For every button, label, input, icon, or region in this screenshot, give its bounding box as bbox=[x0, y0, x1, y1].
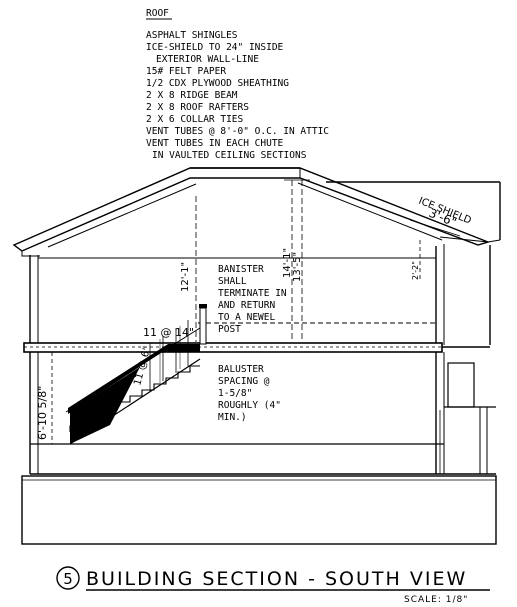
roof-note-line: 2 X 6 COLLAR TIES bbox=[146, 114, 244, 125]
roof-note-line: IN VAULTED CEILING SECTIONS bbox=[152, 150, 307, 161]
left-fascia bbox=[21, 251, 40, 257]
roof-note-line: VENT TUBES @ 8'-0" O.C. IN ATTIC bbox=[146, 126, 329, 137]
dim-ridge-inner: 13'-5" bbox=[292, 252, 303, 282]
section-number-circle bbox=[56, 566, 80, 590]
side-window bbox=[447, 362, 475, 408]
adjacent-structure bbox=[326, 181, 501, 345]
second-floor-deck bbox=[23, 342, 443, 353]
adjacent-opening bbox=[439, 362, 496, 474]
roof-notes: ROOF ASPHALT SHINGLES ICE-SHIELD TO 24" … bbox=[146, 8, 329, 161]
banister-note-line: TO A NEWEL bbox=[218, 312, 275, 323]
dim-ridge-outer: 14'-1" bbox=[282, 248, 293, 278]
stair-bottom-line bbox=[69, 358, 201, 445]
roof-note-line: 2 X 8 ROOF RAFTERS bbox=[146, 102, 249, 113]
newel-cap bbox=[199, 304, 207, 308]
dim-eave: 2'-2" bbox=[411, 261, 420, 280]
walls-floors bbox=[21, 244, 497, 545]
section-number: 5 bbox=[63, 570, 73, 588]
baluster-note-line: ROUGHLY (4" bbox=[218, 400, 281, 411]
roof-note-line: 2 X 8 RIDGE BEAM bbox=[146, 90, 238, 101]
inner-rafter-left bbox=[47, 183, 197, 248]
dim-upper-wall: 12'-1" bbox=[180, 262, 191, 292]
dim-stair-run: 11 @ 14" bbox=[143, 326, 194, 339]
banister-note-line: TERMINATE IN bbox=[218, 288, 287, 299]
banister-note-line: POST bbox=[218, 324, 241, 335]
banister-note-line: BANISTER bbox=[218, 264, 264, 275]
inner-rafter-right bbox=[297, 182, 443, 241]
banister-note-line: SHALL bbox=[218, 276, 247, 287]
baluster-note-line: SPACING @ bbox=[218, 376, 270, 387]
baluster-note-line: BALUSTER bbox=[218, 364, 264, 375]
staircase bbox=[65, 320, 201, 445]
dim-stair-left: 6'-10 5/8" bbox=[36, 386, 49, 440]
roof bbox=[12, 167, 501, 257]
balcony-railing bbox=[198, 304, 436, 345]
roof-note-line: VENT TUBES IN EACH CHUTE bbox=[146, 138, 284, 149]
drawing-scale: SCALE: 1/8" bbox=[404, 595, 468, 605]
roof-note-line: 1/2 CDX PLYWOOD SHEATHING bbox=[146, 78, 289, 89]
roof-note-line: EXTERIOR WALL-LINE bbox=[156, 54, 259, 65]
title-block: 5 BUILDING SECTION - SOUTH VIEW SCALE: 1… bbox=[56, 566, 490, 605]
roof-notes-heading: ROOF bbox=[146, 8, 169, 19]
handrail bbox=[65, 327, 201, 413]
newel-post bbox=[199, 307, 207, 345]
stair-treads bbox=[69, 365, 200, 432]
baluster-note-line: MIN.) bbox=[218, 412, 247, 423]
roof-note-line: ICE-SHIELD TO 24" INSIDE bbox=[146, 42, 284, 53]
roof-note-line: 15# FELT PAPER bbox=[146, 66, 226, 77]
stair-under-hatch bbox=[70, 367, 140, 444]
roof-outline bbox=[12, 167, 491, 252]
foundation-wall bbox=[21, 475, 497, 545]
baluster-note: BALUSTER SPACING @ 1-5/8" ROUGHLY (4" MI… bbox=[218, 364, 281, 423]
banister-note-line: AND RETURN bbox=[218, 300, 275, 311]
banister-note: BANISTER SHALL TERMINATE IN AND RETURN T… bbox=[218, 264, 287, 335]
baluster-note-line: 1-5/8" bbox=[218, 388, 252, 399]
right-eave bbox=[439, 236, 501, 243]
roof-note-line: ASPHALT SHINGLES bbox=[146, 30, 238, 41]
drawing-title: BUILDING SECTION - SOUTH VIEW bbox=[86, 568, 467, 590]
ice-shield-dim-line bbox=[409, 219, 461, 237]
